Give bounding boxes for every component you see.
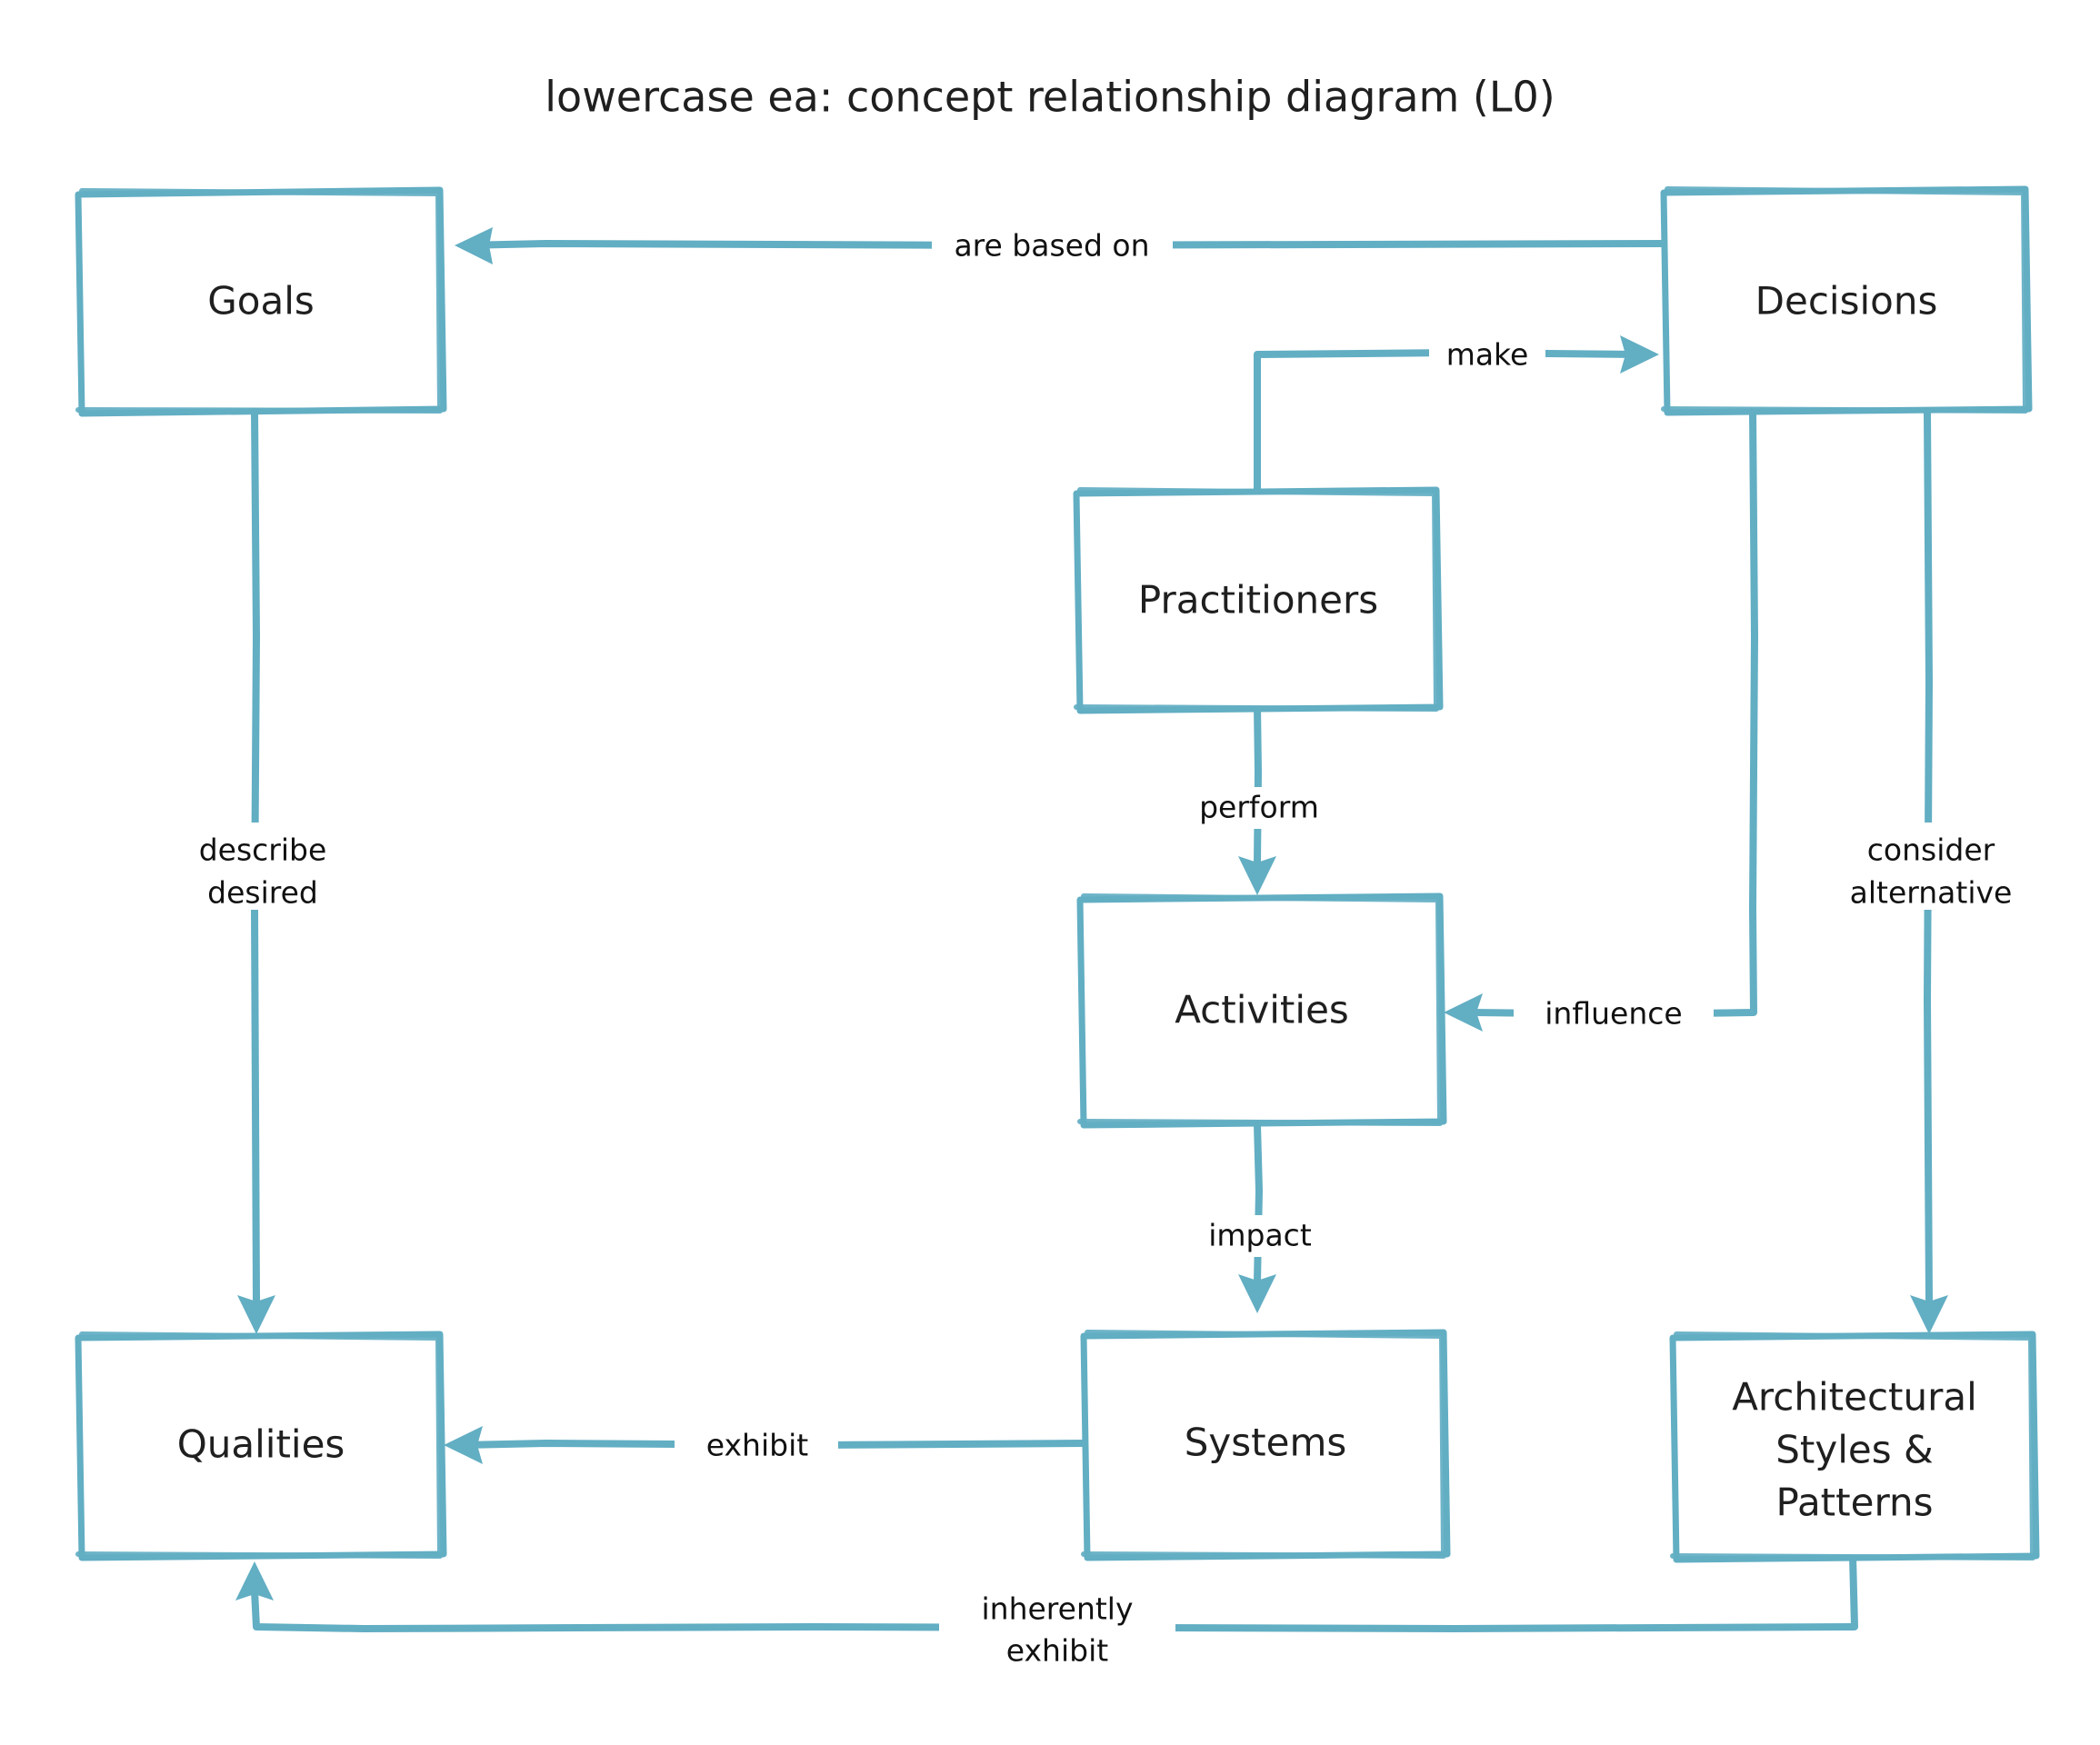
edge-decisions-to-styles: consider alternative <box>1814 408 2048 1334</box>
node-label-goals: Goals <box>207 279 315 324</box>
edge-decisions-to-goals: are based on <box>455 225 1670 267</box>
edge-label-make: make <box>1446 337 1529 373</box>
node-label-architectural: Architectural <box>1732 1375 1977 1420</box>
edge-label-impact: impact <box>1208 1218 1312 1253</box>
node-label-qualities: Qualities <box>177 1422 345 1467</box>
node-label-patterns: Patterns <box>1776 1481 1934 1525</box>
edge-label-alternative: alternative <box>1850 875 2013 911</box>
edge-label-consider: consider <box>1867 833 1995 868</box>
edge-label-exhibit-2: exhibit <box>1006 1633 1108 1669</box>
arrowhead-icon <box>1238 1274 1276 1313</box>
edge-activities-to-systems: impact <box>1180 1122 1340 1313</box>
edge-label-perform: perform <box>1199 790 1319 825</box>
edge-label-inherently: inherently <box>982 1591 1134 1627</box>
diagram-title: lowercase ea: concept relationship diagr… <box>545 73 1555 122</box>
arrowhead-icon <box>1910 1295 1948 1334</box>
node-decisions[interactable]: Decisions <box>1660 185 2033 416</box>
edge-decisions-to-activities: influence <box>1444 408 1758 1034</box>
edge-practitioners-to-activities: perform <box>1168 703 1350 895</box>
node-activities[interactable]: Activities <box>1076 892 1447 1129</box>
node-label-styles-and: Styles & <box>1775 1428 1933 1472</box>
node-label-practitioners: Practitioners <box>1138 578 1378 623</box>
edge-label-influence: influence <box>1545 996 1682 1032</box>
node-practitioners[interactable]: Practitioners <box>1073 486 1444 714</box>
node-qualities[interactable]: Qualities <box>75 1331 447 1561</box>
edge-systems-to-qualities: exhibit <box>444 1425 1088 1467</box>
node-goals[interactable]: Goals <box>75 186 447 417</box>
edge-label-describe: describe <box>199 833 327 868</box>
edge-label-exhibit: exhibit <box>706 1428 808 1463</box>
arrowhead-icon <box>455 227 493 264</box>
node-label-systems: Systems <box>1185 1421 1347 1465</box>
arrowhead-icon <box>235 1561 274 1600</box>
node-architectural-styles-patterns[interactable]: Architectural Styles & Patterns <box>1669 1331 2040 1563</box>
arrowhead-icon <box>1620 335 1659 374</box>
edge-styles-to-qualities: inherently exhibit <box>235 1552 1858 1670</box>
arrowhead-icon <box>444 1426 483 1464</box>
edge-label-desired: desired <box>207 875 318 911</box>
edge-label-are-based-on: are based on <box>954 228 1149 264</box>
arrowhead-icon <box>1238 856 1276 895</box>
arrowhead-icon <box>237 1295 275 1334</box>
arrowhead-icon <box>1444 993 1483 1032</box>
node-systems[interactable]: Systems <box>1080 1329 1451 1561</box>
node-label-decisions: Decisions <box>1755 279 1938 324</box>
edge-goals-to-qualities: describe desired <box>159 407 368 1334</box>
node-label-activities: Activities <box>1175 988 1349 1032</box>
edge-practitioners-to-decisions: make <box>1254 334 1659 497</box>
